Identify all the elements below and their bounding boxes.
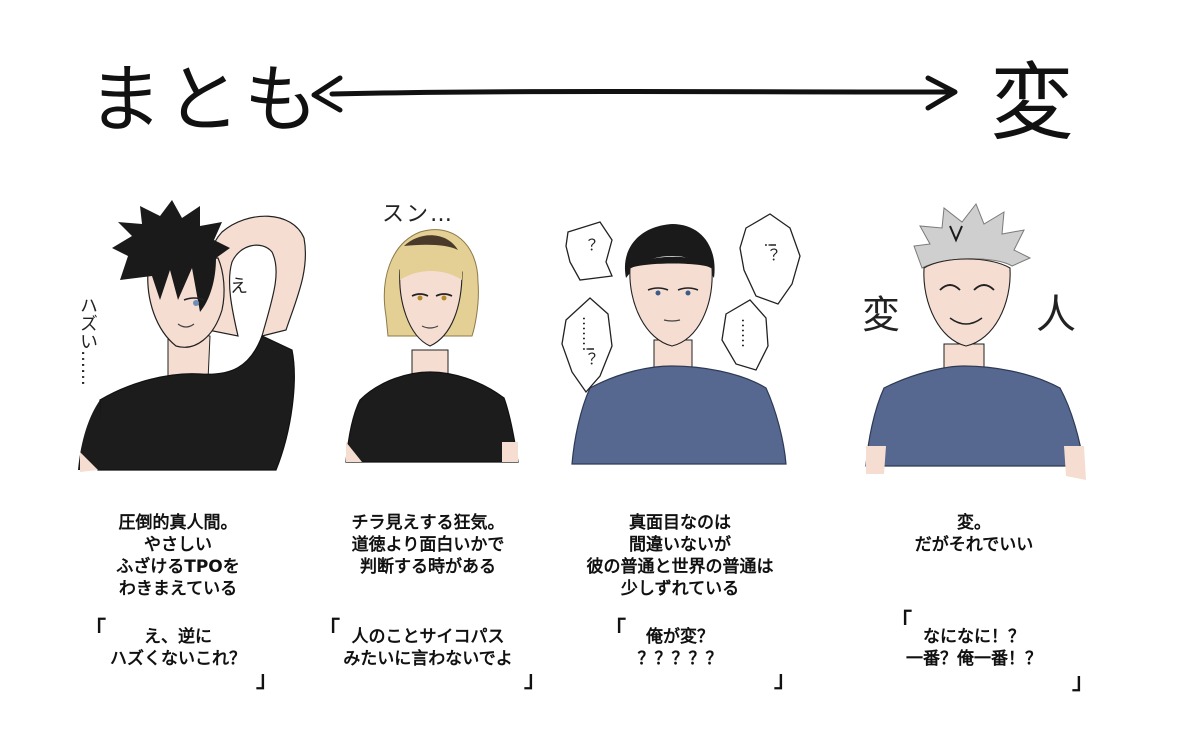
quote-line: なになに！？ xyxy=(923,627,1025,647)
character-4-description: 変。 だがそれでいい xyxy=(844,512,1104,556)
description-line: 変。 xyxy=(957,513,991,533)
quote-line: ？？？？？ xyxy=(637,649,723,669)
description-line: だがそれでいい xyxy=(914,535,1034,555)
sfx-jin: 人 xyxy=(1036,292,1076,338)
character-2-figure xyxy=(345,229,519,463)
sfx-hen: 変 xyxy=(862,293,901,337)
character-1-figure xyxy=(78,200,306,472)
character-1-quote: え、逆に ハズくないこれ？ xyxy=(48,626,308,670)
character-3-quote: 俺が変？ ？？？？？ xyxy=(550,626,810,670)
description-line: ふざけるTPOを xyxy=(116,557,240,577)
description-line: 間違いないが xyxy=(629,535,731,555)
description-line: 彼の普通と世界の普通は xyxy=(586,557,774,577)
quote-open-bracket: 「 xyxy=(604,618,627,643)
quote-line: みたいに言わないでよ xyxy=(343,649,513,669)
description-line: 真面目なのは xyxy=(629,513,731,533)
sfx-sun: スン… xyxy=(382,202,455,227)
description-line: 圧倒的真人間。 xyxy=(118,513,238,533)
bubble-text-4: …… xyxy=(738,318,756,348)
description-line: やさしい xyxy=(144,535,212,555)
description-line: 少しずれている xyxy=(620,579,740,599)
quote-open-bracket: 「 xyxy=(84,618,107,643)
quote-close-bracket: 」 xyxy=(774,668,797,693)
quote-line: 一番？俺一番！？ xyxy=(906,649,1042,669)
sfx-hazui: ハズい…… xyxy=(77,296,98,386)
description-line: 判断する時がある xyxy=(360,557,496,577)
quote-open-bracket: 「 xyxy=(318,618,341,643)
scale-left-label: まとも xyxy=(88,57,322,143)
description-line: 道徳より面白いかで xyxy=(351,535,505,555)
description-line: チラ見えする狂気。 xyxy=(351,513,505,533)
bubble-text-2: !？ xyxy=(761,242,779,264)
quote-line: 俺が変？ xyxy=(646,627,714,647)
character-4-quote: なになに！？ 一番？俺一番！？ xyxy=(844,626,1104,670)
character-2-quote: 人のことサイコパス みたいに言わないでよ xyxy=(298,626,558,670)
description-line: わきまえている xyxy=(118,579,238,599)
quote-close-bracket: 」 xyxy=(256,668,279,693)
quote-line: 人のことサイコパス xyxy=(351,627,505,647)
quote-close-bracket: 」 xyxy=(1072,670,1095,695)
bubble-text-3: ……!？ xyxy=(579,316,597,368)
character-3-figure xyxy=(561,213,801,465)
character-4-figure xyxy=(865,203,1086,480)
quote-line: ハズくないこれ？ xyxy=(110,649,246,669)
quote-close-bracket: 」 xyxy=(524,668,547,693)
sfx-e: え xyxy=(230,276,248,297)
quote-line: え、逆に xyxy=(144,627,212,647)
character-1-description: 圧倒的真人間。 やさしい ふざけるTPOを わきまえている xyxy=(48,512,308,600)
character-2-description: チラ見えする狂気。 道徳より面白いかで 判断する時がある xyxy=(298,512,558,578)
bubble-text-1: ？ xyxy=(579,238,597,253)
scale-right-label: 変 xyxy=(990,54,1075,152)
double-arrow-icon xyxy=(311,75,958,113)
quote-open-bracket: 「 xyxy=(890,610,913,635)
character-3-description: 真面目なのは 間違いないが 彼の普通と世界の普通は 少しずれている xyxy=(550,512,810,600)
